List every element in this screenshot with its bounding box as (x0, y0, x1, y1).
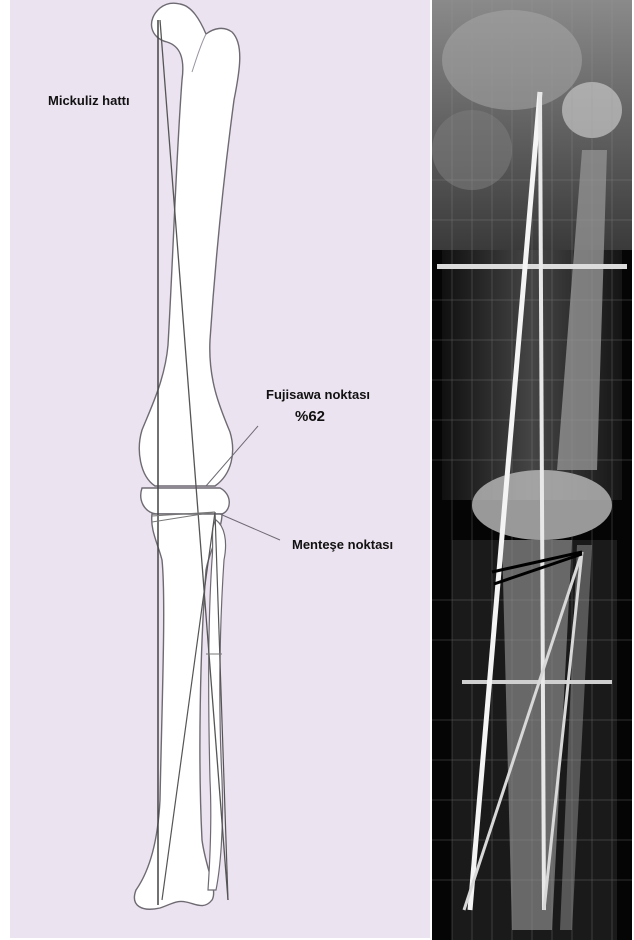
fujisawa-point-label: Fujisawa noktası (266, 387, 370, 402)
mikulicz-line-label: Mickuliz hattı (48, 93, 130, 108)
radiograph-image (432, 0, 632, 940)
reference-bar-lower (462, 680, 612, 684)
radiograph-panel (432, 0, 632, 940)
reference-bar-upper (437, 264, 627, 269)
knee-joint (141, 488, 230, 514)
femur-bone (139, 3, 239, 486)
leg-schematic (10, 0, 430, 938)
hinge-leader (220, 514, 280, 540)
schematic-panel: Mickuliz hattı Fujisawa noktası %62 Ment… (10, 0, 430, 938)
hinge-point-label: Menteşe noktası (292, 537, 393, 552)
fujisawa-percent-label: %62 (295, 408, 325, 425)
